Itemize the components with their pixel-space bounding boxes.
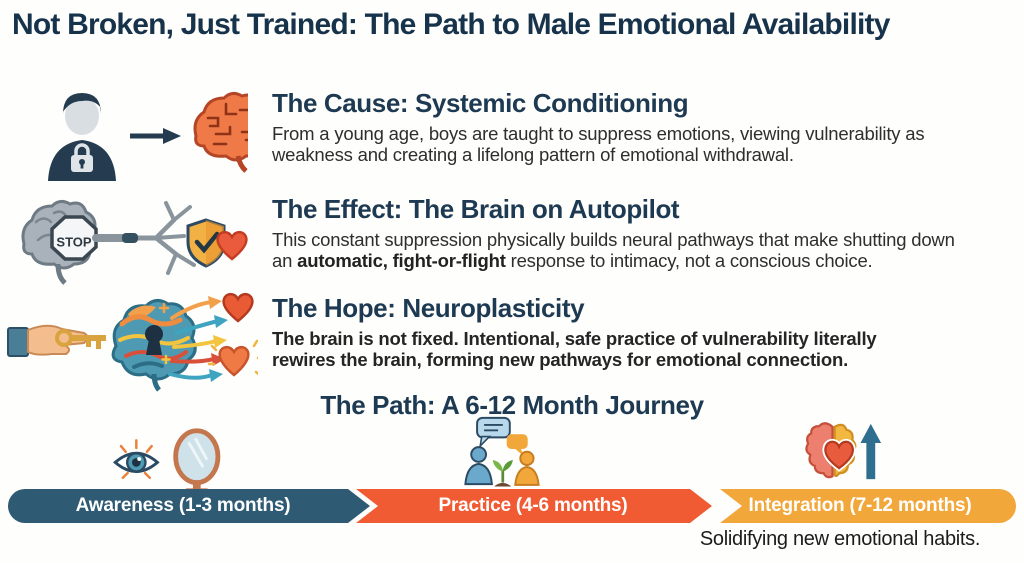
neuron-branch-icon bbox=[92, 201, 196, 275]
stage-label-practice: Practice (4-6 months) bbox=[438, 495, 628, 516]
locked-person-arrow-brain-icon bbox=[30, 84, 270, 189]
effect-body-post: response to intimacy, not a conscious ch… bbox=[505, 250, 873, 272]
effect-body: This constant suppression physically bui… bbox=[272, 229, 972, 272]
page-title: Not Broken, Just Trained: The Path to Ma… bbox=[12, 8, 890, 41]
flowing-arrows-icon bbox=[158, 296, 228, 382]
conversation-and-sprout-icon bbox=[442, 414, 562, 493]
brain-heart-up-arrow-icon bbox=[790, 418, 900, 493]
stop-sign-icon: STOP bbox=[50, 215, 98, 261]
right-arrow-icon bbox=[130, 128, 181, 144]
heart-icon bbox=[222, 292, 254, 323]
key-unlocking-colorful-brain-icon bbox=[6, 286, 266, 401]
effect-body-bold: automatic, fight-or-flight bbox=[297, 250, 506, 272]
section-hope: The Hope: Neuroplasticity The brain is n… bbox=[272, 293, 972, 371]
stage-label-awareness: Awareness (1-3 months) bbox=[75, 495, 291, 516]
stage-awareness-bar bbox=[8, 489, 370, 523]
hope-body: The brain is not fixed. Intentional, saf… bbox=[272, 328, 877, 371]
maze-brain-icon bbox=[193, 91, 270, 173]
section-cause: The Cause: Systemic Conditioning From a … bbox=[272, 88, 972, 166]
stop-sign-label: STOP bbox=[56, 234, 91, 249]
person-with-lock-icon bbox=[48, 93, 116, 181]
cause-body: From a young age, boys are taught to sup… bbox=[272, 123, 925, 166]
effect-heading: The Effect: The Brain on Autopilot bbox=[272, 194, 680, 224]
stage-practice-bar bbox=[356, 489, 712, 523]
stage-label-integration: Integration (7-12 months) bbox=[748, 495, 972, 516]
path-heading: The Path: A 6-12 Month Journey bbox=[320, 390, 704, 420]
hope-heading: The Hope: Neuroplasticity bbox=[272, 293, 585, 323]
section-effect: The Effect: The Brain on Autopilot This … bbox=[272, 194, 972, 272]
integration-footnote: Solidifying new emotional habits. bbox=[699, 528, 981, 550]
hand-with-key-icon bbox=[7, 324, 106, 357]
journey-timeline: Awareness (1-3 months) Practice (4-6 mon… bbox=[8, 489, 1016, 523]
stop-brain-neuron-shield-heart-icon: STOP bbox=[14, 192, 250, 297]
heart-icon bbox=[216, 230, 248, 261]
effect-body-pre: This constant suppression physically bui… bbox=[272, 229, 955, 272]
cause-heading: The Cause: Systemic Conditioning bbox=[272, 88, 689, 118]
stage-integration-bar bbox=[720, 489, 1016, 523]
